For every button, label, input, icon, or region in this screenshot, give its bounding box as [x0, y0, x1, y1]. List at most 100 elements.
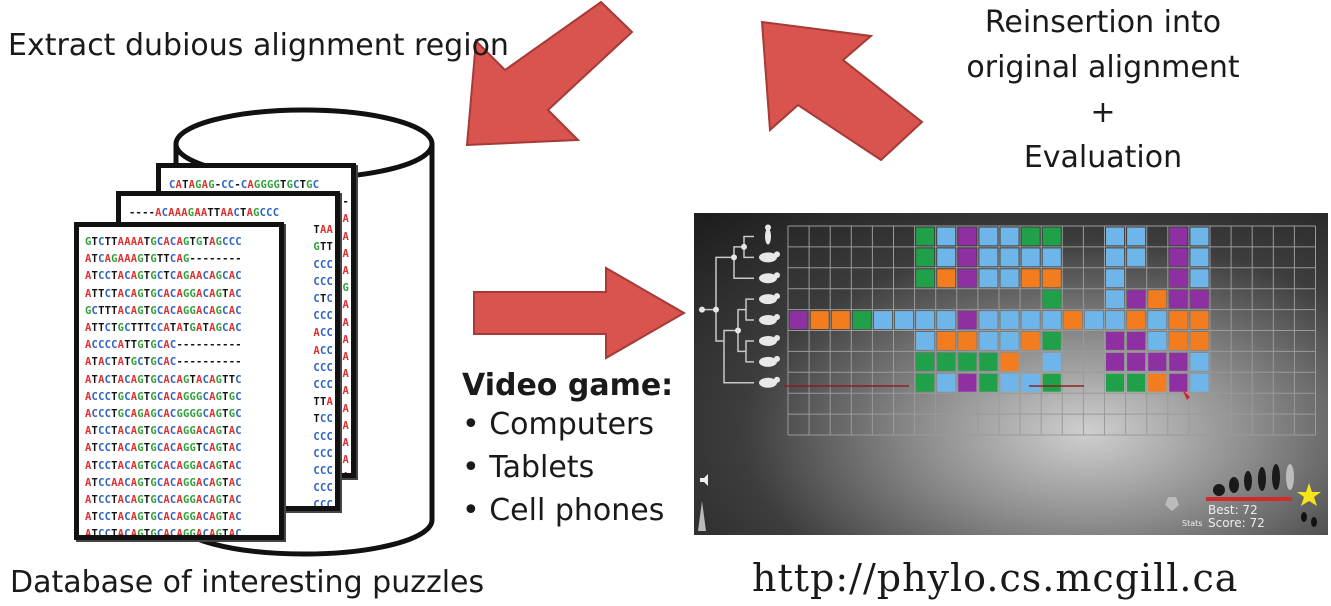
alignment-tile-green[interactable] [979, 352, 998, 371]
alignment-tile-blue[interactable] [895, 311, 914, 329]
alignment-tile-blue[interactable] [1021, 373, 1040, 392]
alignment-tile-orange[interactable] [810, 311, 829, 329]
url-link[interactable]: http://phylo.cs.mcgill.ca [752, 556, 1239, 600]
alignment-tile-orange[interactable] [937, 332, 956, 350]
tree-node[interactable] [699, 306, 705, 313]
alignment-tile-orange[interactable] [1127, 311, 1146, 329]
alignment-tile-green[interactable] [1042, 227, 1061, 246]
alignment-tile-green[interactable] [958, 352, 977, 371]
alignment-tile-purple[interactable] [1169, 248, 1188, 267]
alignment-tile-blue[interactable] [1127, 248, 1146, 267]
alignment-tile-blue[interactable] [1106, 227, 1125, 246]
alignment-tile-blue[interactable] [1021, 248, 1040, 267]
alignment-tile-blue[interactable] [979, 311, 998, 329]
alignment-tile-blue[interactable] [1148, 332, 1167, 350]
alignment-tile-orange[interactable] [831, 311, 850, 329]
alignment-tile-purple[interactable] [958, 269, 977, 288]
alignment-tile-blue[interactable] [1000, 373, 1019, 392]
alignment-tile-purple[interactable] [1127, 352, 1146, 371]
alignment-tile-purple[interactable] [1169, 290, 1188, 309]
alignment-tile-blue[interactable] [1000, 248, 1019, 267]
alignment-tile-blue[interactable] [979, 269, 998, 288]
alignment-tile-blue[interactable] [1106, 290, 1125, 309]
alignment-tile-orange[interactable] [1190, 311, 1209, 329]
alignment-tile-blue[interactable] [937, 227, 956, 246]
alignment-tile-blue[interactable] [1000, 311, 1019, 329]
alignment-tile-blue[interactable] [937, 373, 956, 392]
alignment-tile-blue[interactable] [1148, 311, 1167, 329]
alignment-tile-blue[interactable] [916, 311, 935, 329]
alignment-tile-blue[interactable] [1042, 311, 1061, 329]
alignment-tile-orange[interactable] [1000, 352, 1019, 371]
alignment-tile-green[interactable] [916, 248, 935, 267]
alignment-tile-orange[interactable] [1169, 332, 1188, 350]
alignment-tile-orange[interactable] [1021, 332, 1040, 350]
pentagon-stats-icon[interactable] [1165, 497, 1179, 511]
alignment-tile-green[interactable] [916, 269, 935, 288]
alignment-tile-purple[interactable] [958, 248, 977, 267]
tree-node[interactable] [713, 306, 719, 313]
alignment-tile-blue[interactable] [1084, 311, 1103, 329]
alignment-tile-purple[interactable] [1169, 269, 1188, 288]
alignment-tile-green[interactable] [916, 227, 935, 246]
alignment-tile-orange[interactable] [1169, 311, 1188, 329]
alignment-tile-blue[interactable] [1106, 269, 1125, 288]
alignment-tile-orange[interactable] [937, 269, 956, 288]
alignment-tile-blue[interactable] [1042, 352, 1061, 371]
alignment-tile-purple[interactable] [958, 227, 977, 246]
alignment-tile-orange[interactable] [1021, 269, 1040, 288]
alignment-tile-purple[interactable] [1169, 227, 1188, 246]
footprints-icon[interactable] [1301, 512, 1317, 527]
alignment-tile-purple[interactable] [958, 373, 977, 392]
alignment-tile-blue[interactable] [873, 311, 892, 329]
alignment-tile-blue[interactable] [1190, 373, 1209, 392]
alignment-tile-blue[interactable] [1000, 269, 1019, 288]
alignment-tile-green[interactable] [937, 352, 956, 371]
alignment-tile-green[interactable] [1127, 373, 1146, 392]
alignment-tile-blue[interactable] [979, 227, 998, 246]
alignment-tile-blue[interactable] [979, 248, 998, 267]
alignment-tile-purple[interactable] [1169, 352, 1188, 371]
volume-slider[interactable] [698, 501, 706, 531]
alignment-tile-blue[interactable] [1190, 248, 1209, 267]
alignment-tile-green[interactable] [1042, 332, 1061, 350]
alignment-tile-orange[interactable] [1063, 311, 1082, 329]
tree-node[interactable] [741, 243, 747, 250]
alignment-tile-blue[interactable] [1042, 248, 1061, 267]
alignment-tile-orange[interactable] [1148, 373, 1167, 392]
alignment-tile-green[interactable] [916, 373, 935, 392]
alignment-tile-purple[interactable] [958, 311, 977, 329]
alignment-tile-blue[interactable] [916, 332, 935, 350]
alignment-tile-orange[interactable] [1190, 332, 1209, 350]
stats-label[interactable]: Stats [1182, 519, 1203, 528]
alignment-tile-green[interactable] [979, 373, 998, 392]
alignment-tile-purple[interactable] [1127, 332, 1146, 350]
alignment-tile-green[interactable] [1042, 290, 1061, 309]
alignment-tile-green[interactable] [916, 352, 935, 371]
tree-node[interactable] [731, 254, 737, 261]
alignment-tile-orange[interactable] [1042, 269, 1061, 288]
alignment-tile-blue[interactable] [1000, 332, 1019, 350]
alignment-tile-orange[interactable] [958, 332, 977, 350]
alignment-tile-blue[interactable] [979, 332, 998, 350]
alignment-tile-purple[interactable] [1106, 352, 1125, 371]
alignment-tile-blue[interactable] [1127, 227, 1146, 246]
alignment-tile-purple[interactable] [1106, 332, 1125, 350]
alignment-tile-green[interactable] [852, 311, 871, 329]
alignment-tile-purple[interactable] [1148, 352, 1167, 371]
alignment-tile-blue[interactable] [937, 248, 956, 267]
volume-icon[interactable] [700, 474, 708, 486]
alignment-tile-purple[interactable] [789, 311, 808, 329]
alignment-tile-blue[interactable] [1106, 248, 1125, 267]
alignment-tile-blue[interactable] [1190, 269, 1209, 288]
alignment-tile-green[interactable] [1042, 373, 1061, 392]
alignment-tile-purple[interactable] [1127, 290, 1146, 309]
alignment-tile-green[interactable] [1106, 373, 1125, 392]
alignment-tile-blue[interactable] [1190, 227, 1209, 246]
alignment-tile-blue[interactable] [1000, 227, 1019, 246]
alignment-tile-blue[interactable] [937, 311, 956, 329]
alignment-tile-orange[interactable] [1148, 290, 1167, 309]
alignment-tile-purple[interactable] [1190, 290, 1209, 309]
tree-node[interactable] [735, 327, 741, 334]
alignment-tile-blue[interactable] [1106, 311, 1125, 329]
